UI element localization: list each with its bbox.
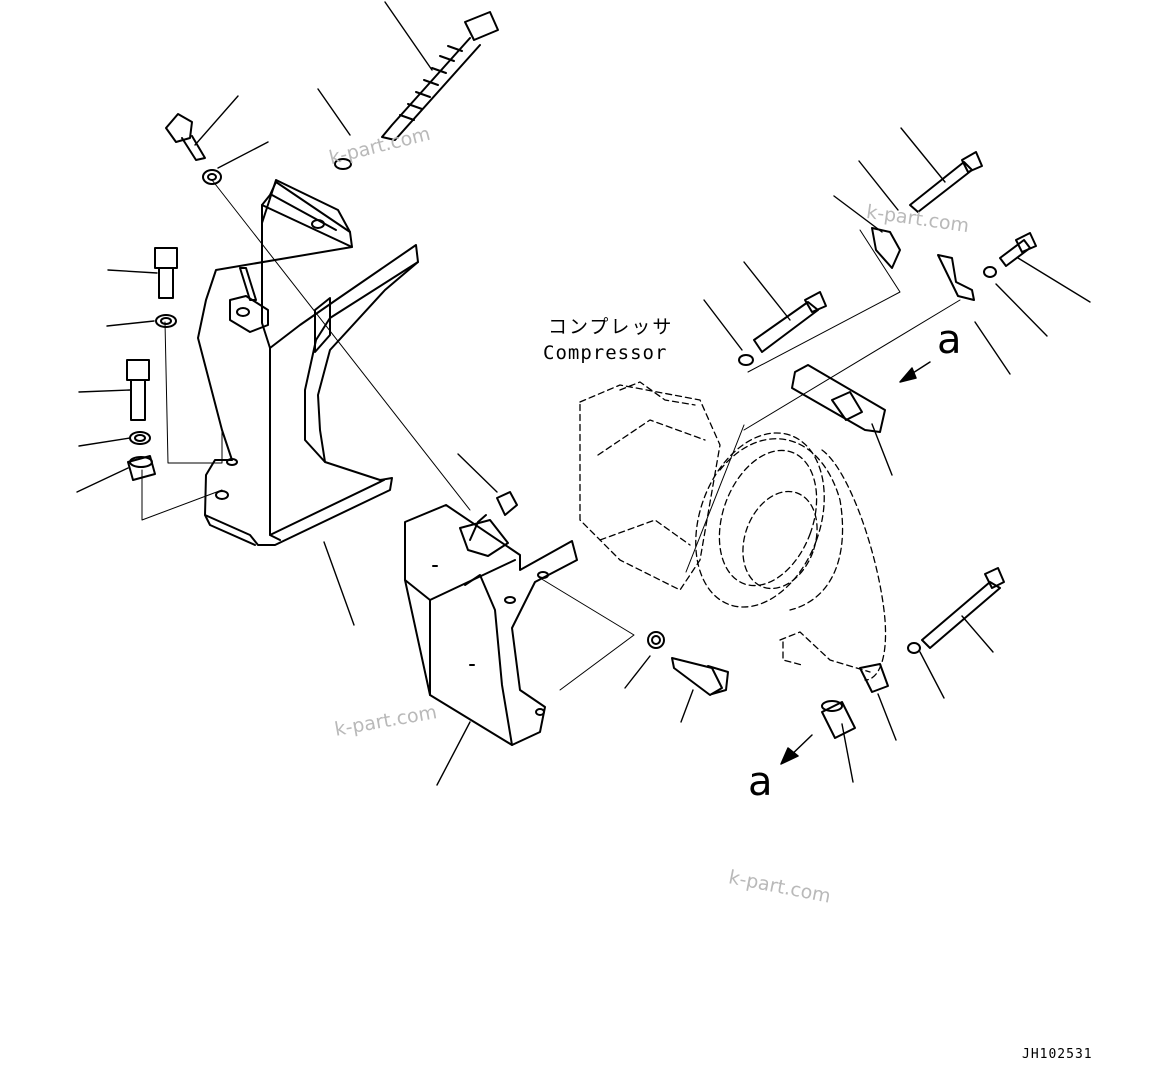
view-arrows [780, 361, 931, 765]
compressor-label-en: Compressor [543, 342, 668, 364]
compressor [579, 381, 887, 681]
assembly-lines [141, 179, 961, 691]
compressor-bracket [197, 179, 419, 546]
view-ref-a-lower: a [748, 759, 773, 805]
view-ref-a-upper: a [937, 317, 962, 363]
compressor-label-jp: コンプレッサ [548, 316, 674, 338]
tension-bracket [404, 504, 578, 746]
long-bolt-top [381, 11, 499, 141]
drawing-code: JH102531 [1022, 1047, 1093, 1062]
callout-leaders [76, 1, 1091, 786]
fasteners [126, 113, 1037, 739]
